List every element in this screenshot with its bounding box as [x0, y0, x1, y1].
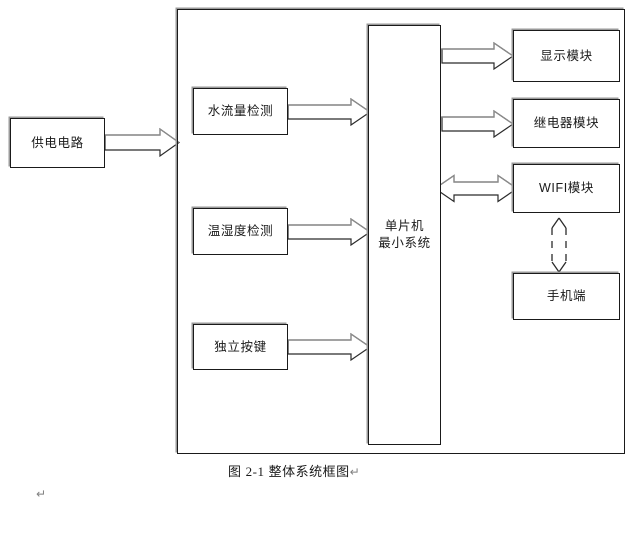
connector-flow-to-mcu — [287, 97, 372, 127]
connector-mcu-to-display — [441, 41, 515, 71]
block-display-label: 显示模块 — [540, 48, 593, 63]
connector-power-to-system — [104, 127, 181, 158]
system-boundary-frame — [177, 9, 625, 454]
block-temphum: 温湿度检测 — [193, 208, 288, 255]
block-power-label: 供电电路 — [31, 135, 84, 150]
block-wifi: WIFI模块 — [513, 164, 620, 213]
figure-caption: 图 2-1 整体系统框图↵ — [228, 461, 360, 480]
block-relay-label: 继电器模块 — [533, 116, 600, 131]
connector-mcu-to-wifi — [433, 174, 519, 203]
caption-title: 整体系统框图 — [268, 464, 350, 479]
block-relay: 继电器模块 — [513, 99, 620, 148]
connector-mcu-to-relay — [441, 109, 515, 139]
block-temphum-label: 温湿度检测 — [207, 224, 274, 239]
block-mcu: 单片机最小系统 — [368, 25, 441, 445]
block-wifi-label: WIFI模块 — [539, 181, 594, 196]
connector-keys-to-mcu — [287, 332, 372, 362]
trailing-paragraph-mark: ↵ — [36, 487, 47, 501]
connector-temphum-to-mcu — [287, 217, 372, 247]
block-mcu-label: 最小系统 — [378, 236, 431, 250]
block-power: 供电电路 — [10, 118, 105, 168]
block-flow: 水流量检测 — [193, 88, 288, 135]
caption-paragraph-mark: ↵ — [349, 465, 361, 479]
block-phone: 手机端 — [513, 273, 620, 320]
connector-wifi-to-phone — [551, 217, 567, 273]
block-keys-label: 独立按键 — [214, 339, 267, 354]
caption-number: 2-1 — [245, 464, 265, 479]
block-keys: 独立按键 — [193, 324, 288, 370]
block-mcu-label: 单片机 — [384, 219, 425, 234]
block-display: 显示模块 — [513, 30, 620, 82]
caption-prefix: 图 — [228, 464, 242, 479]
block-flow-label: 水流量检测 — [207, 104, 274, 119]
block-phone-label: 手机端 — [546, 289, 587, 304]
